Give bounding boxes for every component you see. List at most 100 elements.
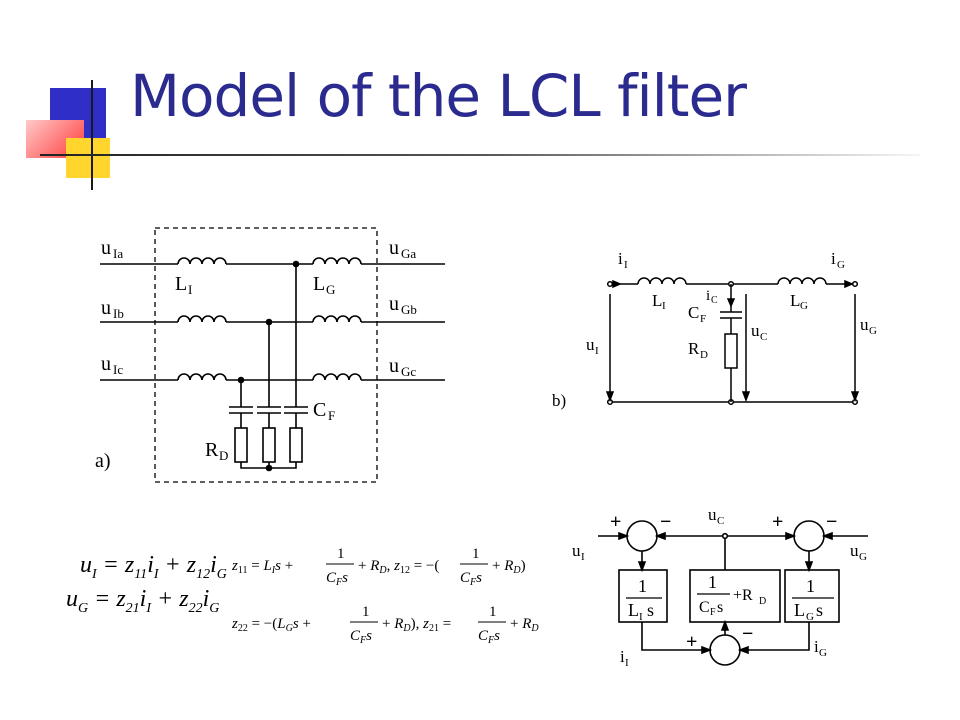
svg-text:u: u — [751, 321, 760, 340]
svg-text:G: G — [819, 647, 827, 659]
svg-text:i: i — [814, 637, 819, 656]
svg-text:R: R — [205, 439, 219, 461]
equation-u-g: uG = z21iI + z22iG — [66, 586, 219, 617]
sum-junction-bottom — [709, 634, 741, 666]
deco-vertical-line — [91, 80, 93, 190]
svg-text:z11 = LIs +: z11 = LIs + — [232, 558, 293, 576]
block-1-over-cfs-plus-rd — [689, 569, 781, 623]
sum-junction-right — [793, 520, 825, 552]
svg-text:1: 1 — [362, 604, 370, 620]
svg-text:i: i — [706, 288, 710, 304]
capacitor-cf-c — [229, 406, 253, 414]
svg-text:CFs: CFs — [478, 628, 500, 646]
svg-text:G: G — [326, 282, 335, 297]
cap-to-res-wires — [240, 413, 297, 428]
block2-contents: 1 C F s +R D — [697, 572, 766, 618]
svg-text:s: s — [647, 600, 654, 620]
svg-text:G: G — [837, 259, 845, 271]
capacitor-cf-b — [257, 406, 281, 414]
resistor-rd-a — [289, 427, 303, 463]
arrow-i-i — [612, 279, 622, 289]
svg-text:u: u — [101, 353, 111, 375]
svg-text:1: 1 — [489, 604, 497, 620]
diagram-b-tag: b) — [552, 391, 566, 410]
svg-text:i: i — [620, 647, 625, 666]
svg-text:G: G — [869, 325, 877, 337]
svg-text:i: i — [618, 249, 623, 268]
svg-text:i: i — [831, 249, 836, 268]
svg-text:u: u — [860, 315, 869, 334]
sign-right-minus: − — [826, 511, 837, 533]
svg-text:1: 1 — [806, 576, 815, 596]
svg-text:u: u — [389, 293, 399, 315]
svg-text:Gc: Gc — [401, 364, 416, 379]
svg-text:Ia: Ia — [113, 246, 123, 261]
deco-yellow-square — [66, 138, 110, 178]
svg-text:u: u — [586, 335, 595, 354]
inductor-li-a — [177, 257, 227, 265]
svg-text:CFs: CFs — [460, 570, 482, 588]
svg-text:u: u — [850, 541, 859, 560]
svg-text:C: C — [699, 599, 710, 616]
svg-text:s: s — [717, 599, 723, 616]
svg-text:F: F — [710, 607, 716, 618]
arrow-i-c — [726, 298, 736, 308]
svg-text:1: 1 — [337, 546, 345, 562]
title-decoration — [0, 0, 130, 200]
svg-text:s: s — [816, 600, 823, 620]
svg-text:C: C — [760, 331, 767, 343]
svg-text:u: u — [389, 355, 399, 377]
capacitor-cf — [720, 311, 742, 319]
svg-text:I: I — [581, 551, 585, 563]
equation-u-i: uI = z11iI + z12iG — [80, 552, 227, 583]
sign-bottom-minus: − — [742, 623, 753, 645]
sign-left-plus: + — [610, 511, 621, 533]
drop-wires — [240, 264, 297, 407]
slide-title: Model of the LCL filter — [130, 62, 747, 130]
svg-text:Ib: Ib — [113, 306, 124, 321]
block-1-over-lis — [618, 569, 668, 623]
sign-right-plus: + — [772, 511, 783, 533]
svg-text:CFs: CFs — [326, 570, 348, 588]
svg-text:R: R — [688, 339, 700, 358]
resistor-rd-b — [262, 427, 276, 463]
inductor-li-c — [177, 373, 227, 381]
svg-text:u: u — [101, 237, 111, 259]
svg-text:D: D — [219, 448, 228, 463]
eq2-text: uG = z21iI + z22iG — [66, 586, 220, 616]
svg-text:u: u — [708, 505, 717, 524]
svg-text:1: 1 — [472, 546, 480, 562]
resistor-rd — [724, 333, 738, 369]
svg-text:1: 1 — [708, 572, 717, 592]
svg-text:L: L — [652, 291, 662, 310]
svg-text:F: F — [328, 408, 335, 423]
svg-text:CFs: CFs — [350, 628, 372, 646]
resistor-rd-c — [234, 427, 248, 463]
sum-junction-left — [626, 520, 658, 552]
star-point — [265, 464, 273, 472]
svg-text:I: I — [188, 282, 192, 297]
wire-block1-to-bottom-sum — [641, 622, 710, 651]
equation-z22-z21: z22 = −(LGs + 1 CFs + RD), z21 = 1 CFs +… — [232, 604, 539, 646]
svg-text:D: D — [759, 596, 766, 607]
